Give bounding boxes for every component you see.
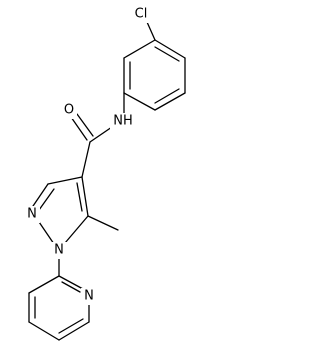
bond-pz-c3-n2 (30, 183, 49, 210)
bond-py-c3-c2 (28, 275, 60, 294)
atom-o-label: O (64, 103, 74, 118)
bond-ring-inner-double-2 (154, 88, 180, 104)
bond-carbonyl-pyrazole (81, 141, 91, 178)
bond-carbonyl-o-2 (76, 113, 94, 137)
bond-nh-carbonyl (89, 126, 113, 143)
bond-c-cl (146, 21, 156, 41)
molecule-structure: Cl O NH N N N (24, 6, 186, 341)
atom-cl-label: Cl (135, 7, 148, 22)
atom-n-pyridine: N (81, 288, 97, 305)
atom-n-pyrazole-1: N (51, 242, 67, 259)
pyridine-ring (28, 275, 90, 341)
bond-ring-top (154, 39, 186, 59)
bond-ring-top-left (123, 39, 156, 59)
bond-py-c2-n-double (61, 281, 81, 293)
bond-py-c5-c4 (28, 321, 60, 341)
atom-n-pyrazole-2-label: N (27, 207, 37, 222)
bond-ring-bottom-left (123, 92, 156, 111)
bond-ring-bottom-right (154, 92, 186, 111)
atom-n-pyrazole-1-label: N (54, 243, 64, 258)
bond-ring-inner-double-1 (154, 46, 180, 62)
atom-nh: NH (110, 113, 136, 130)
atom-n-pyrazole-2: N (24, 206, 40, 223)
bond-py-c2-n (58, 275, 84, 290)
atom-n-pyridine-label: N (84, 289, 94, 304)
bond-py-c6-c5 (58, 321, 90, 341)
chlorophenyl-ring (123, 39, 186, 111)
atom-o: O (61, 102, 77, 119)
bond-py-c6-c5-double (58, 318, 84, 334)
pyrazole-ring (30, 176, 89, 245)
bond-methyl (87, 215, 119, 231)
bond-pz-c5-c4 (81, 176, 89, 217)
bond-pz-c5-c4-double (76, 182, 83, 212)
bond-pz-c4-c3 (47, 176, 83, 185)
atom-cl: Cl (130, 6, 152, 23)
bond-pz-c3-n2-double (38, 188, 55, 211)
bond-pz-n2-n1 (36, 218, 55, 245)
bond-carbonyl-o-1 (70, 116, 88, 141)
atom-nh-label: NH (113, 114, 133, 129)
bond-pz-n1-c5 (64, 215, 89, 244)
